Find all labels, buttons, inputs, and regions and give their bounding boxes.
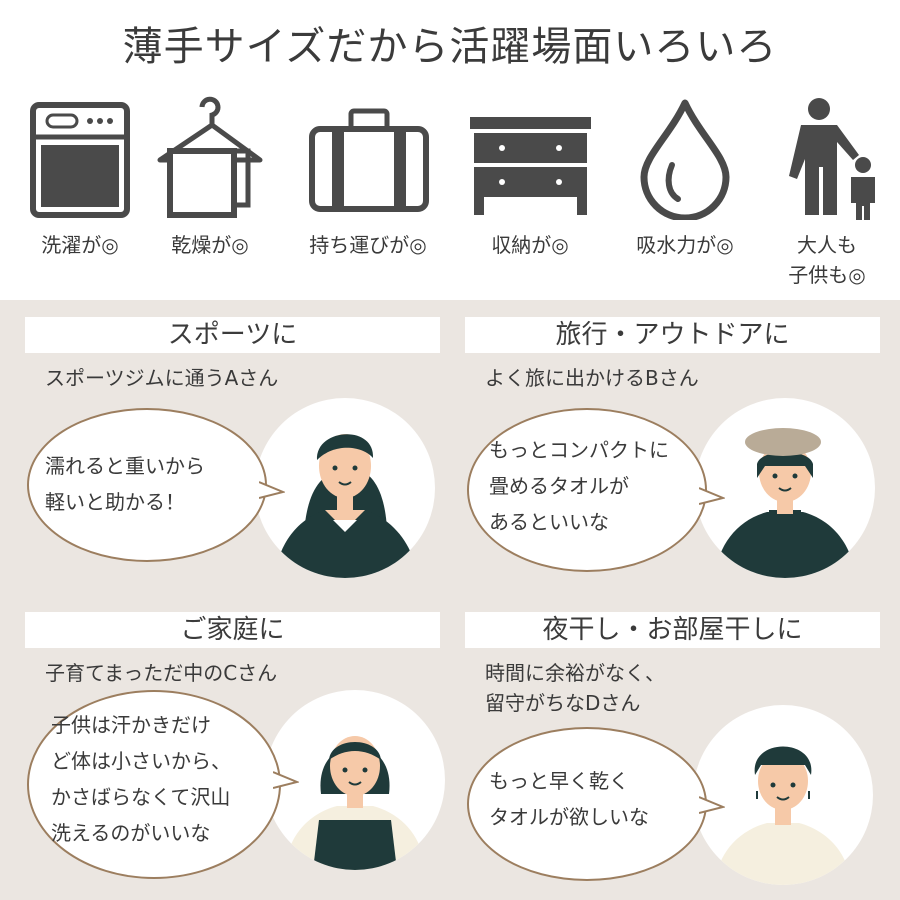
avatar-person-b [695,398,875,578]
scene-panel-home: ご家庭に 子育てまっただ中のCさん 子供は汗かきだけ ど体は小さいから、 かさば… [25,595,445,880]
person-description: よく旅に出かけるBさん [485,366,699,390]
person-description: スポーツジムに通うAさん [45,366,279,390]
usage-item: 大人も 子供も◎ [752,95,900,300]
scene-panel-sports: スポーツに スポーツジムに通うAさん 濡れると重いから 軽いと助かる！ [25,300,440,585]
speech-bubble [467,727,707,881]
usage-item: 洗濯が◎ [5,95,155,300]
scene-heading: スポーツに [25,317,440,353]
hanger-towel-icon [157,96,263,218]
avatar-person-a [255,398,435,578]
speech-bubble [467,408,707,572]
speech-bubble [27,690,281,879]
adult-child-icon [789,98,875,220]
speech-text: もっとコンパクトに 畳めるタオルが あるといいな [489,438,669,534]
speech-bubble-tail [699,796,725,814]
scenes-section: スポーツに スポーツジムに通うAさん 濡れると重いから 軽いと助かる！ 旅行・ア… [0,300,900,900]
usage-item: 持ち運びが◎ [293,95,443,300]
person-description: 子育てまっただ中のCさん [45,661,278,685]
avatar-person-c [265,690,445,870]
speech-bubble-tail [259,481,285,499]
speech-text: 子供は汗かきだけ ど体は小さいから、 かさばらなくて沢山 洗えるのがいいな [51,713,231,845]
scene-heading: 旅行・アウトドアに [465,317,880,353]
scene-heading: ご家庭に [25,612,440,648]
usage-label: 大人も 子供も◎ [788,233,866,287]
usage-label: 持ち運びが◎ [309,233,427,257]
washing-machine-icon [30,102,130,218]
usage-icon-row: 洗濯が◎ 乾燥が◎ 持ち運びが◎ 収納が◎ [0,95,900,300]
drawer-cabinet-icon [469,117,591,215]
speech-bubble-tail [273,771,299,789]
person-description: 時間に余裕がなく、 留守がちなDさん [485,661,665,715]
usage-label: 吸水力が◎ [636,233,734,257]
speech-bubble-tail [699,487,725,505]
usage-label: 洗濯が◎ [41,233,119,257]
usage-item: 収納が◎ [455,95,605,300]
scene-panel-travel: 旅行・アウトドアに よく旅に出かけるBさん もっとコンパクトに 畳めるタオルが … [465,300,880,585]
scene-heading: 夜干し・お部屋干しに [465,612,880,648]
page-title: 薄手サイズだから活躍場面いろいろ [122,24,778,70]
usage-item: 吸水力が◎ [610,95,760,300]
usage-label: 乾燥が◎ [171,233,249,257]
scene-panel-indoor-drying: 夜干し・お部屋干しに 時間に余裕がなく、 留守がちなDさん もっと早く乾く タオ… [465,595,880,885]
suitcase-icon [308,108,429,212]
speech-bubble [27,408,267,562]
avatar-person-d [693,705,873,885]
usage-label: 収納が◎ [491,233,569,257]
water-drop-icon [640,99,730,220]
speech-text: 濡れると重いから 軽いと助かる！ [45,454,205,514]
usage-item: 乾燥が◎ [135,95,285,300]
speech-text: もっと早く乾く タオルが欲しいな [489,769,649,829]
